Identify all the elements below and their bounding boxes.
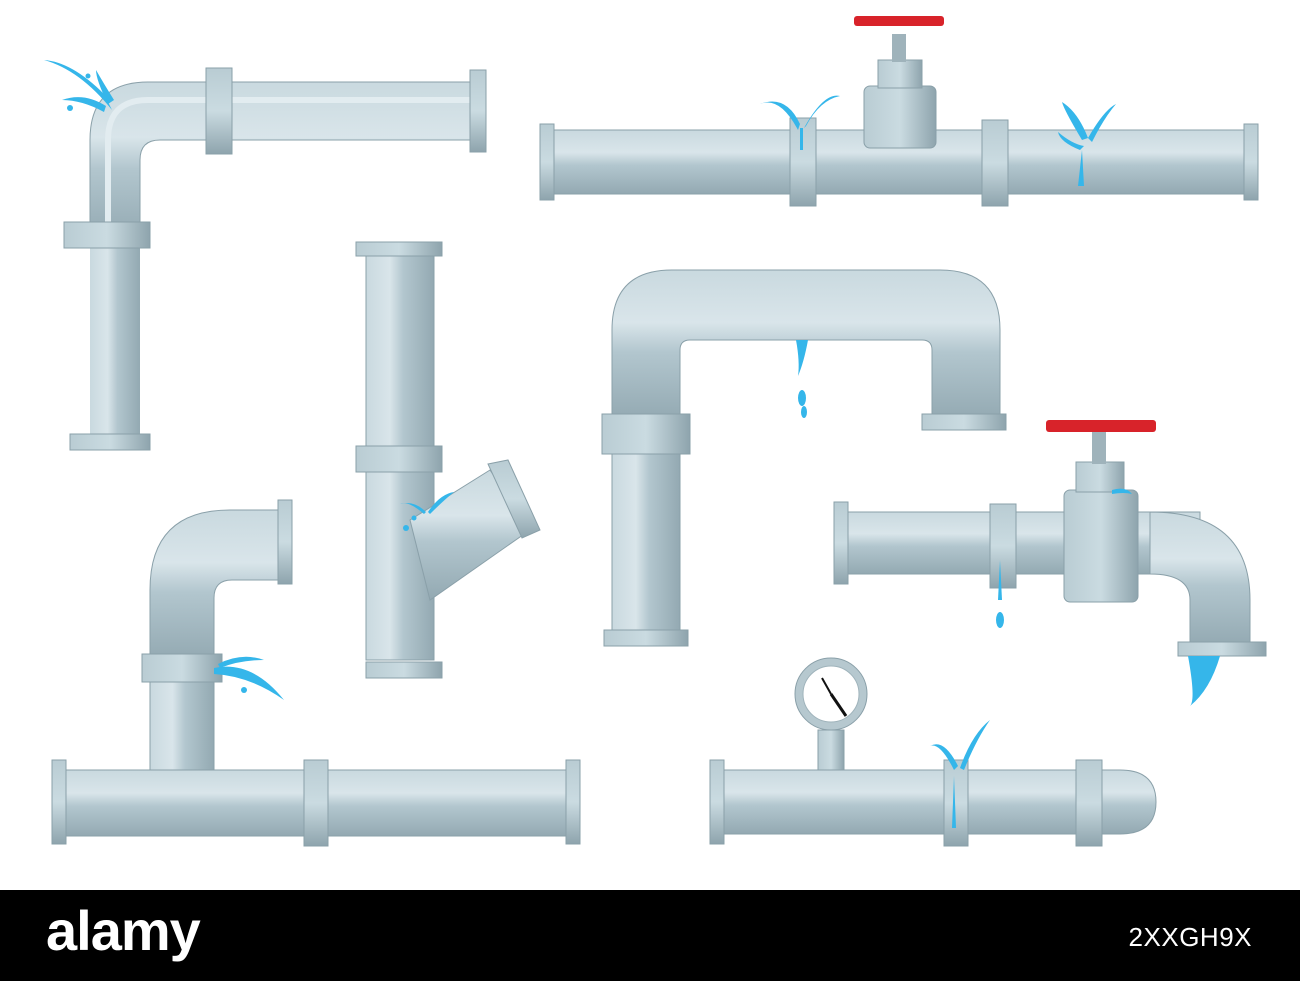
t-junction-pipe-bottom-left <box>51 499 581 847</box>
valve-faucet-right <box>833 420 1267 657</box>
water-spray-t-junction <box>214 656 284 700</box>
water-drip-faucet <box>996 488 1220 706</box>
water-spray-top-left <box>44 60 114 112</box>
water-spray-y-branch <box>400 492 454 531</box>
water-drip-u-pipe <box>796 340 808 418</box>
faucet-valve-handle <box>1046 420 1156 432</box>
elbow-pipe-top-left <box>63 67 487 451</box>
watermark-image-id: 2XXGH9X <box>1128 922 1252 952</box>
watermark-logo: alamy <box>46 899 201 962</box>
pipes-illustration <box>44 16 1267 847</box>
valve-handle <box>854 16 944 26</box>
valve-pipe-top-right <box>539 16 1259 207</box>
watermark-banner <box>0 890 1300 981</box>
water-spray-gauge-pipe <box>930 720 990 828</box>
gauge-pipe-bottom-right <box>709 657 1157 847</box>
y-branch-pipe <box>355 241 541 679</box>
water-spray-valve-pipe <box>760 95 1116 186</box>
u-pipe-center <box>601 269 1007 647</box>
